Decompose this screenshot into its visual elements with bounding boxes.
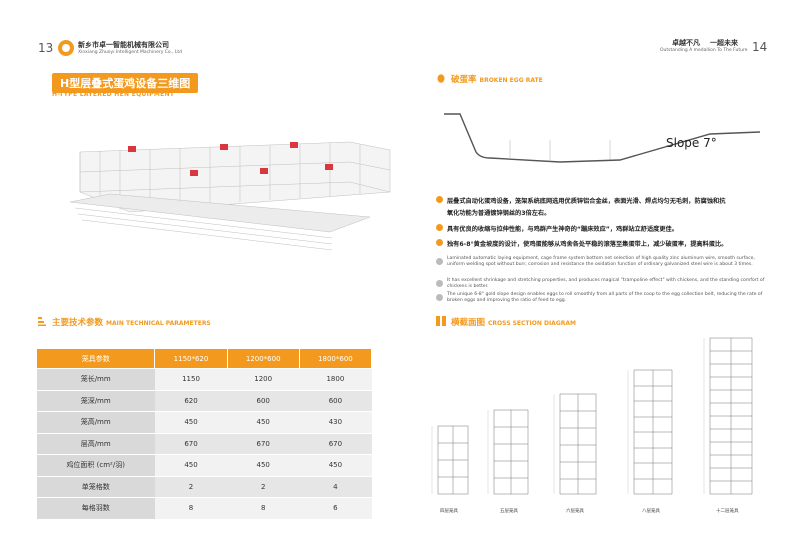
table-cell: 670 bbox=[299, 433, 372, 455]
table-cell: 6 bbox=[299, 497, 372, 520]
egg-icon bbox=[437, 74, 445, 83]
table-cell: 450 bbox=[227, 411, 300, 434]
table-header-cell: 1800*600 bbox=[298, 348, 373, 369]
table-cell: 层高/mm bbox=[36, 433, 155, 455]
feature-bullet-icon bbox=[436, 224, 443, 231]
table-cell: 450 bbox=[154, 454, 228, 477]
feature-en-3: The unique 6-8° gold slope design enable… bbox=[447, 292, 763, 303]
cage-3d-illustration bbox=[70, 141, 391, 251]
table-cell: 8 bbox=[227, 497, 300, 520]
feature-en-bullet-icon bbox=[436, 280, 443, 287]
feature-en-bullet-icon bbox=[436, 294, 443, 301]
page-number-right: 14 bbox=[752, 40, 768, 54]
feature-cn-1b: 氧化功能为普通镀锌钢丝的3倍左右。 bbox=[447, 210, 551, 217]
slogan-cn-2: 一超未来 bbox=[710, 39, 738, 47]
table-cell: 1800 bbox=[299, 368, 372, 391]
feature-bullet-icon bbox=[436, 239, 443, 246]
slogan-en: Outstanding A medallion To The Future bbox=[660, 48, 748, 53]
company-name-en: Xinxiang Zhuoyi Intelligent Machinery Co… bbox=[78, 50, 183, 55]
table-cell: 1150 bbox=[154, 368, 228, 391]
table-cell: 鸡位面积 (cm²/羽) bbox=[36, 454, 155, 477]
cage-label-8: 八层笼具 bbox=[642, 509, 660, 514]
table-cell: 2 bbox=[227, 476, 300, 498]
equipment-subtitle: H-TYPE LAYERED HEN EQUIPMENT bbox=[52, 91, 175, 98]
cage-label-12: 十二层笼具 bbox=[716, 509, 739, 514]
feature-bullet-icon bbox=[436, 196, 443, 203]
parameters-title-en: MAIN TECHNICAL PARAMETERS bbox=[106, 320, 211, 327]
slope-label: Slope 7° bbox=[666, 136, 717, 150]
feature-en-2: It has excellent shrinkage and stretchin… bbox=[447, 278, 765, 289]
cage-label-4: 四层笼具 bbox=[440, 509, 458, 514]
table-cell: 670 bbox=[154, 433, 228, 455]
feature-en-1: Laminated automatic laying equipment, ca… bbox=[447, 256, 755, 267]
table-cell: 450 bbox=[299, 454, 372, 477]
table-cell: 600 bbox=[299, 390, 372, 412]
cross-section-diagrams bbox=[431, 337, 753, 495]
cage-label-6: 六层笼具 bbox=[566, 509, 584, 514]
feature-cn-2: 具有优良的收缩与拉伸性能，与鸡群产生神奇的“蹦床效应”，鸡群站立舒适度更佳。 bbox=[447, 226, 678, 233]
equipment-title: H型层叠式蛋鸡设备三维图 bbox=[52, 73, 199, 93]
table-cell: 450 bbox=[154, 411, 228, 434]
feature-en-bullet-icon bbox=[436, 258, 443, 265]
table-cell: 笼长/mm bbox=[36, 368, 155, 391]
table-cell: 430 bbox=[299, 411, 372, 434]
table-cell: 600 bbox=[227, 390, 300, 412]
company-name-cn: 新乡市卓一智能机械有限公司 bbox=[78, 41, 169, 49]
parameters-title-cn: 主要技术参数 bbox=[52, 318, 104, 328]
table-cell: 670 bbox=[227, 433, 300, 455]
company-logo-icon bbox=[58, 40, 74, 56]
cage-label-5: 五层笼具 bbox=[500, 509, 518, 514]
table-header-row: 笼具参数 1150*620 1200*600 1800*600 bbox=[35, 348, 373, 369]
table-cell: 单笼格数 bbox=[36, 476, 155, 498]
slogan-cn-1: 卓越不凡 bbox=[672, 39, 700, 47]
table-cell: 4 bbox=[299, 476, 372, 498]
cross-section-icon bbox=[436, 316, 446, 326]
table-cell: 620 bbox=[154, 390, 228, 412]
cross-section-title-cn: 横截面图 bbox=[451, 318, 486, 328]
broken-egg-title-en: BROKEN EGG RATE bbox=[479, 77, 543, 84]
table-cell: 笼深/mm bbox=[36, 390, 155, 412]
parameters-icon bbox=[38, 317, 46, 326]
slope-diagram bbox=[444, 113, 761, 163]
table-cell: 笼高/mm bbox=[36, 411, 155, 434]
feature-cn-3: 独有6-8°黄金坡度的设计，使鸡蛋能够从鸡舍各处平稳的滚落至集蛋带上，减少破蛋率… bbox=[447, 241, 728, 248]
table-cell: 2 bbox=[154, 476, 228, 498]
table-header-cell: 1150*620 bbox=[154, 348, 228, 369]
cross-section-title-en: CROSS SECTION DIAGRAM bbox=[488, 320, 576, 327]
table-cell: 1200 bbox=[227, 368, 300, 391]
feature-cn-1: 层叠式自动化蛋鸡设备，笼架系统底网选用优质锌铝合金丝，表面光滑、焊点均匀无毛刺，… bbox=[447, 198, 726, 205]
table-cell: 450 bbox=[227, 454, 300, 477]
table-header-cell: 1200*600 bbox=[226, 348, 300, 369]
page-number-left: 13 bbox=[38, 41, 54, 55]
broken-egg-title-cn: 破蛋率 bbox=[451, 75, 477, 85]
table-header-cell: 笼具参数 bbox=[35, 348, 156, 369]
table-cell: 每格羽数 bbox=[36, 497, 155, 520]
table-cell: 8 bbox=[154, 497, 228, 520]
